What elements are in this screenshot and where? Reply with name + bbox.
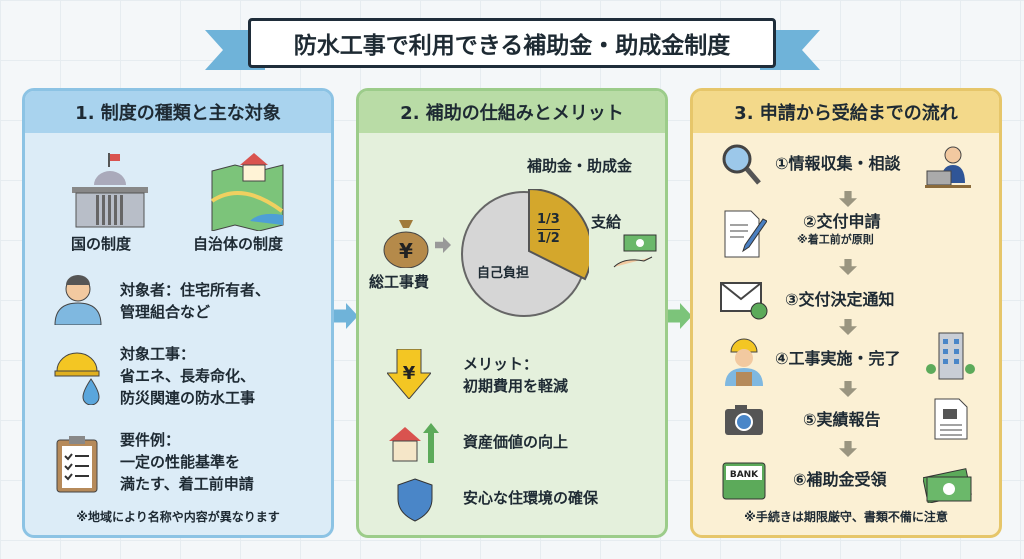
construction-worker-icon (723, 334, 765, 386)
clipboard-checklist-icon (55, 434, 99, 494)
local-system-label: 自治体の制度 (193, 235, 284, 253)
svg-text:BANK: BANK (730, 470, 759, 480)
helmet-water-icon (53, 349, 105, 405)
house-up-arrow-icon (387, 419, 443, 465)
down-arrow-icon (839, 441, 857, 457)
panel-header: 2. 補助の仕組みとメリット (359, 91, 665, 133)
step-2-note: ※着工前が原則 (797, 233, 874, 246)
cost-share-pie (459, 189, 589, 319)
arrow-right-icon (668, 303, 692, 329)
svg-text:¥: ¥ (403, 363, 416, 384)
magnifier-icon (721, 143, 763, 187)
payment-label: 支給 (591, 213, 622, 231)
target-works-text: 対象工事：省エネ、長寿命化、防災関連の防水工事 (120, 345, 256, 407)
arrow-right-icon (334, 303, 358, 329)
down-arrow-icon (839, 381, 857, 397)
step-4: ④工事実施・完了 (775, 349, 901, 368)
down-arrow-icon (839, 191, 857, 207)
document-pen-icon (723, 209, 767, 259)
arrow-icon (435, 237, 451, 253)
panel1-note: ※地域により名称や内容が異なります (76, 510, 280, 524)
requirements-text: 要件例：一定の性能基準を満たす、着工前申請 (120, 431, 254, 493)
government-building-icon (70, 153, 150, 231)
panel-system-types: 1. 制度の種類と主な対象 国の制度 自治体の制度 対象者：住宅所有者、管理組合… (22, 88, 334, 538)
bank-card-icon: BANK (721, 461, 769, 501)
national-system-label: 国の制度 (71, 235, 132, 253)
cash-stack-icon (923, 459, 973, 503)
map-house-icon (210, 151, 285, 231)
panel-header: 3. 申請から受給までの流れ (693, 91, 999, 133)
step-6: ⑥補助金受領 (793, 470, 887, 489)
svg-text:¥: ¥ (399, 239, 413, 263)
yen-down-arrow-icon: ¥ (387, 349, 431, 399)
step-1: ①情報収集・相談 (775, 154, 901, 173)
asset-value-text: 資産価値の向上 (463, 433, 569, 451)
step-3: ③交付決定通知 (785, 290, 895, 309)
panel3-note: ※手続きは期限厳守、書類不備に注意 (744, 510, 948, 524)
panel-header: 1. 制度の種類と主な対象 (25, 91, 331, 133)
down-arrow-icon (839, 319, 857, 335)
hand-money-icon (604, 233, 660, 273)
target-persons-text: 対象者：住宅所有者、管理組合など (120, 281, 271, 321)
office-building-icon (925, 331, 975, 381)
step-2: ②交付申請 (803, 212, 881, 231)
photo-report-icon (933, 397, 969, 441)
yen-bag-icon: ¥ (381, 216, 431, 268)
consultant-laptop-icon (923, 143, 973, 189)
down-arrow-icon (839, 259, 857, 275)
panel-application-flow: 3. 申請から受給までの流れ ①情報収集・相談 ②交付申請 ※着工前が原則 ③交… (690, 88, 1002, 538)
safety-text: 安心な住環境の確保 (463, 489, 599, 507)
shield-icon (395, 477, 435, 523)
self-pay-label: 自己負担 (477, 266, 530, 281)
page-title: 防水工事で利用できる補助金・助成金制度 (248, 18, 776, 68)
step-5: ⑤実績報告 (803, 410, 881, 429)
envelope-check-icon (719, 281, 769, 321)
subsidy-label: 補助金・助成金 (527, 157, 633, 175)
person-icon (53, 273, 103, 325)
total-cost-label: 総工事費 (369, 273, 430, 291)
merit-text: メリット：初期費用を軽減 (463, 355, 569, 395)
camera-icon (723, 403, 765, 437)
